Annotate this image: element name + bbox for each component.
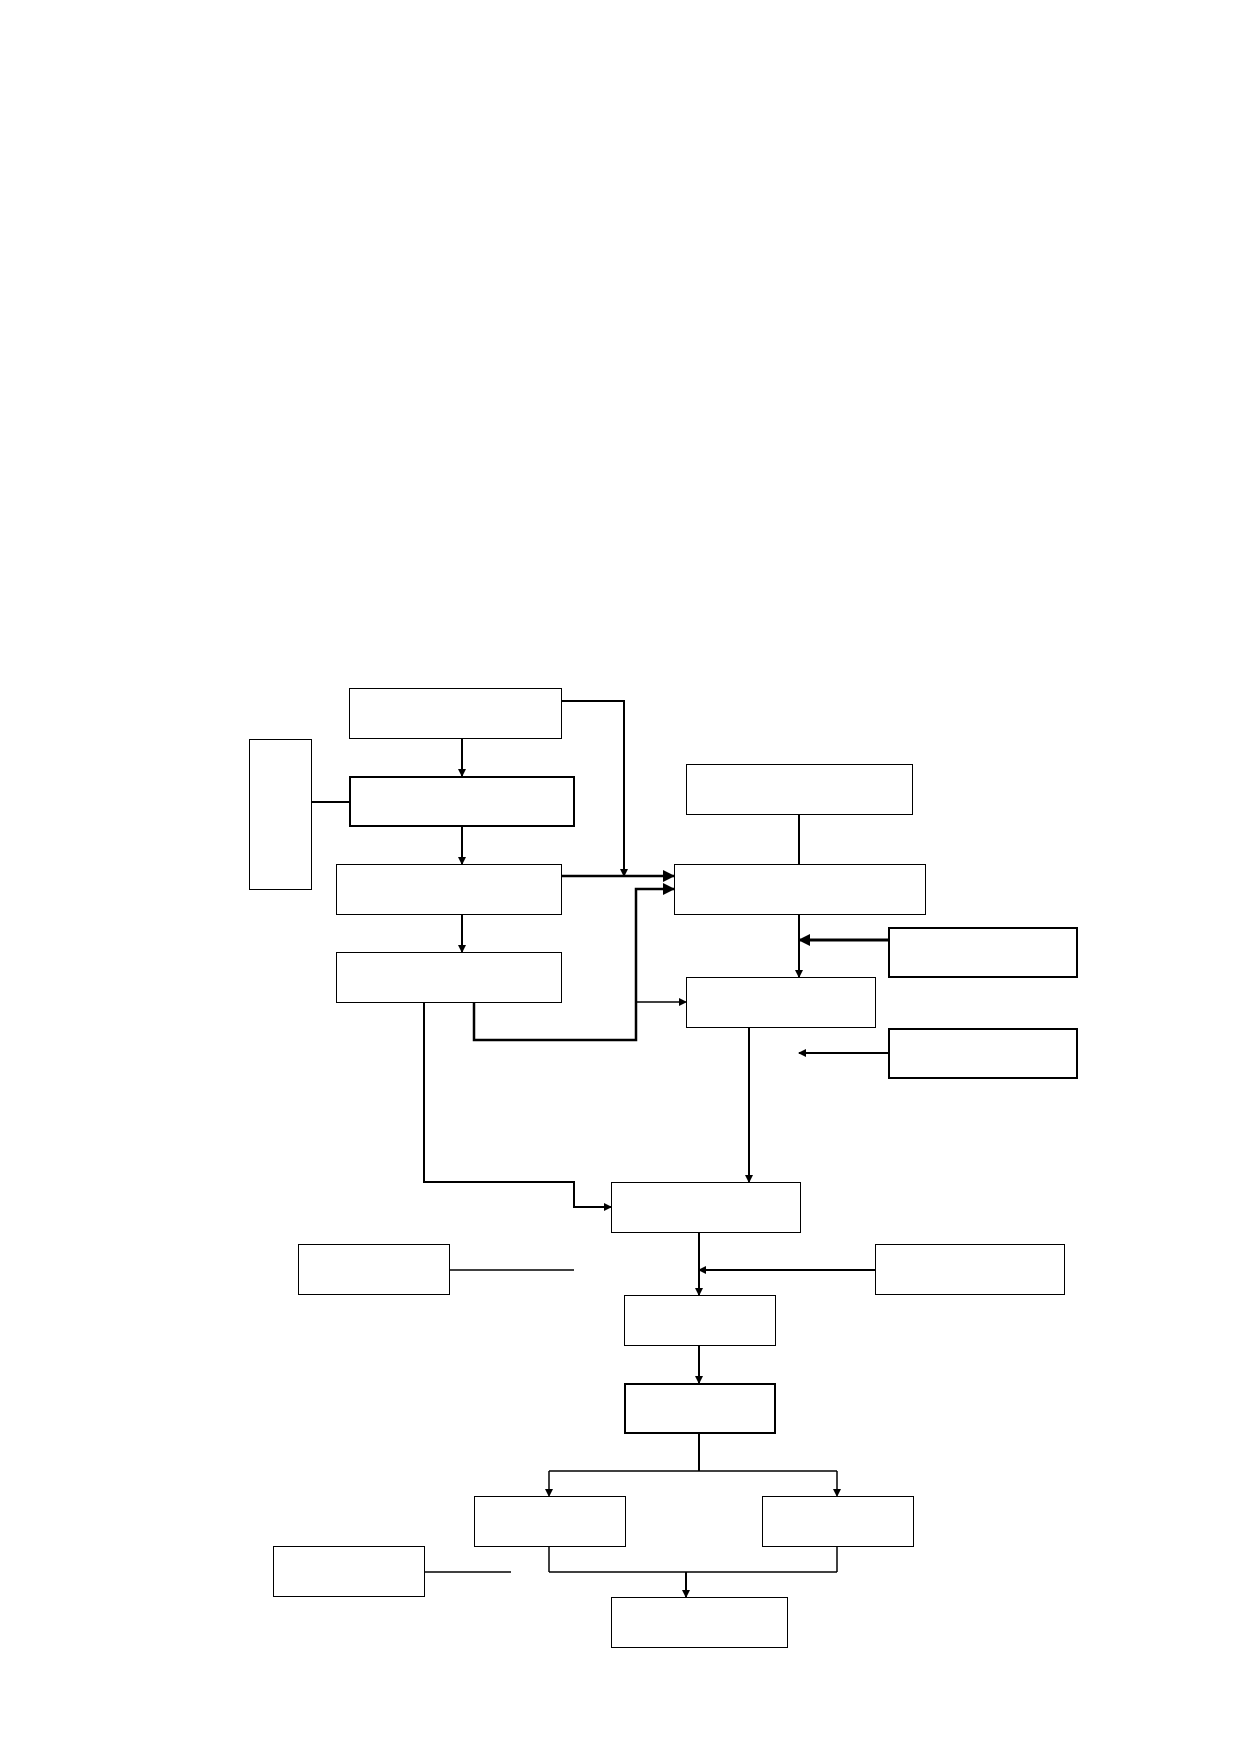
- left-note-box: [298, 1244, 450, 1295]
- connector-step-3-to-merge: [423, 1003, 612, 1211]
- right-input-1-box: [888, 927, 1078, 978]
- branch-right-box: [762, 1496, 914, 1547]
- connector-step-3-to-right-process: [472, 883, 675, 1042]
- right-stage-box: [686, 977, 876, 1028]
- step-5-box: [624, 1383, 776, 1434]
- bottom-note-box: [273, 1546, 425, 1597]
- final-box: [611, 1597, 788, 1648]
- right-input-2-box: [888, 1028, 1078, 1079]
- right-note-box: [875, 1244, 1065, 1295]
- step-1-box: [349, 776, 575, 827]
- branch-left-box: [474, 1496, 626, 1547]
- merge-box: [611, 1182, 801, 1233]
- right-process-box: [674, 864, 926, 915]
- right-top-box: [686, 764, 913, 815]
- start-box: [349, 688, 562, 739]
- step-2-box: [336, 864, 562, 915]
- connector-start-to-right-process: [562, 700, 628, 877]
- step-4-box: [624, 1295, 776, 1346]
- step-3-box: [336, 952, 562, 1003]
- side-panel-box: [249, 739, 312, 890]
